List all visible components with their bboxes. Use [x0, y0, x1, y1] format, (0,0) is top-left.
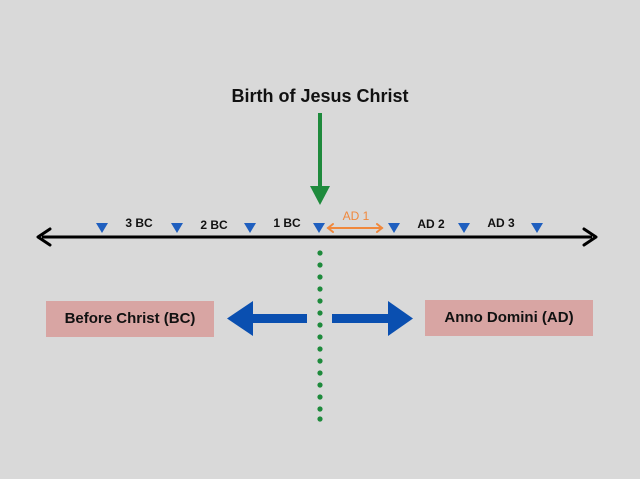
tick-markers [96, 223, 543, 233]
tick-marker [313, 223, 325, 233]
ad-direction-arrow [332, 301, 413, 336]
timeline-axis [36, 227, 598, 247]
tick-marker [96, 223, 108, 233]
tick-marker [171, 223, 183, 233]
label-2-bc: 2 BC [200, 218, 228, 232]
label-ad-2: AD 2 [417, 217, 445, 231]
tick-marker [244, 223, 256, 233]
label-1-bc: 1 BC [273, 216, 301, 230]
label-3-bc: 3 BC [125, 216, 153, 230]
tick-marker [531, 223, 543, 233]
birth-arrow [310, 113, 330, 205]
tick-marker [458, 223, 470, 233]
diagram-title: Birth of Jesus Christ [231, 86, 409, 106]
year-labels: 3 BC 2 BC 1 BC AD 1 AD 2 AD 3 [125, 209, 515, 232]
anno-domini-box: Anno Domini (AD) [425, 300, 593, 336]
label-ad-3: AD 3 [487, 216, 515, 230]
bc-direction-arrow [227, 301, 307, 336]
ad1-span-arrow [326, 223, 384, 233]
before-christ-box: Before Christ (BC) [46, 301, 214, 337]
tick-marker [388, 223, 400, 233]
divider-dots [317, 250, 323, 422]
label-ad-1: AD 1 [343, 209, 370, 223]
